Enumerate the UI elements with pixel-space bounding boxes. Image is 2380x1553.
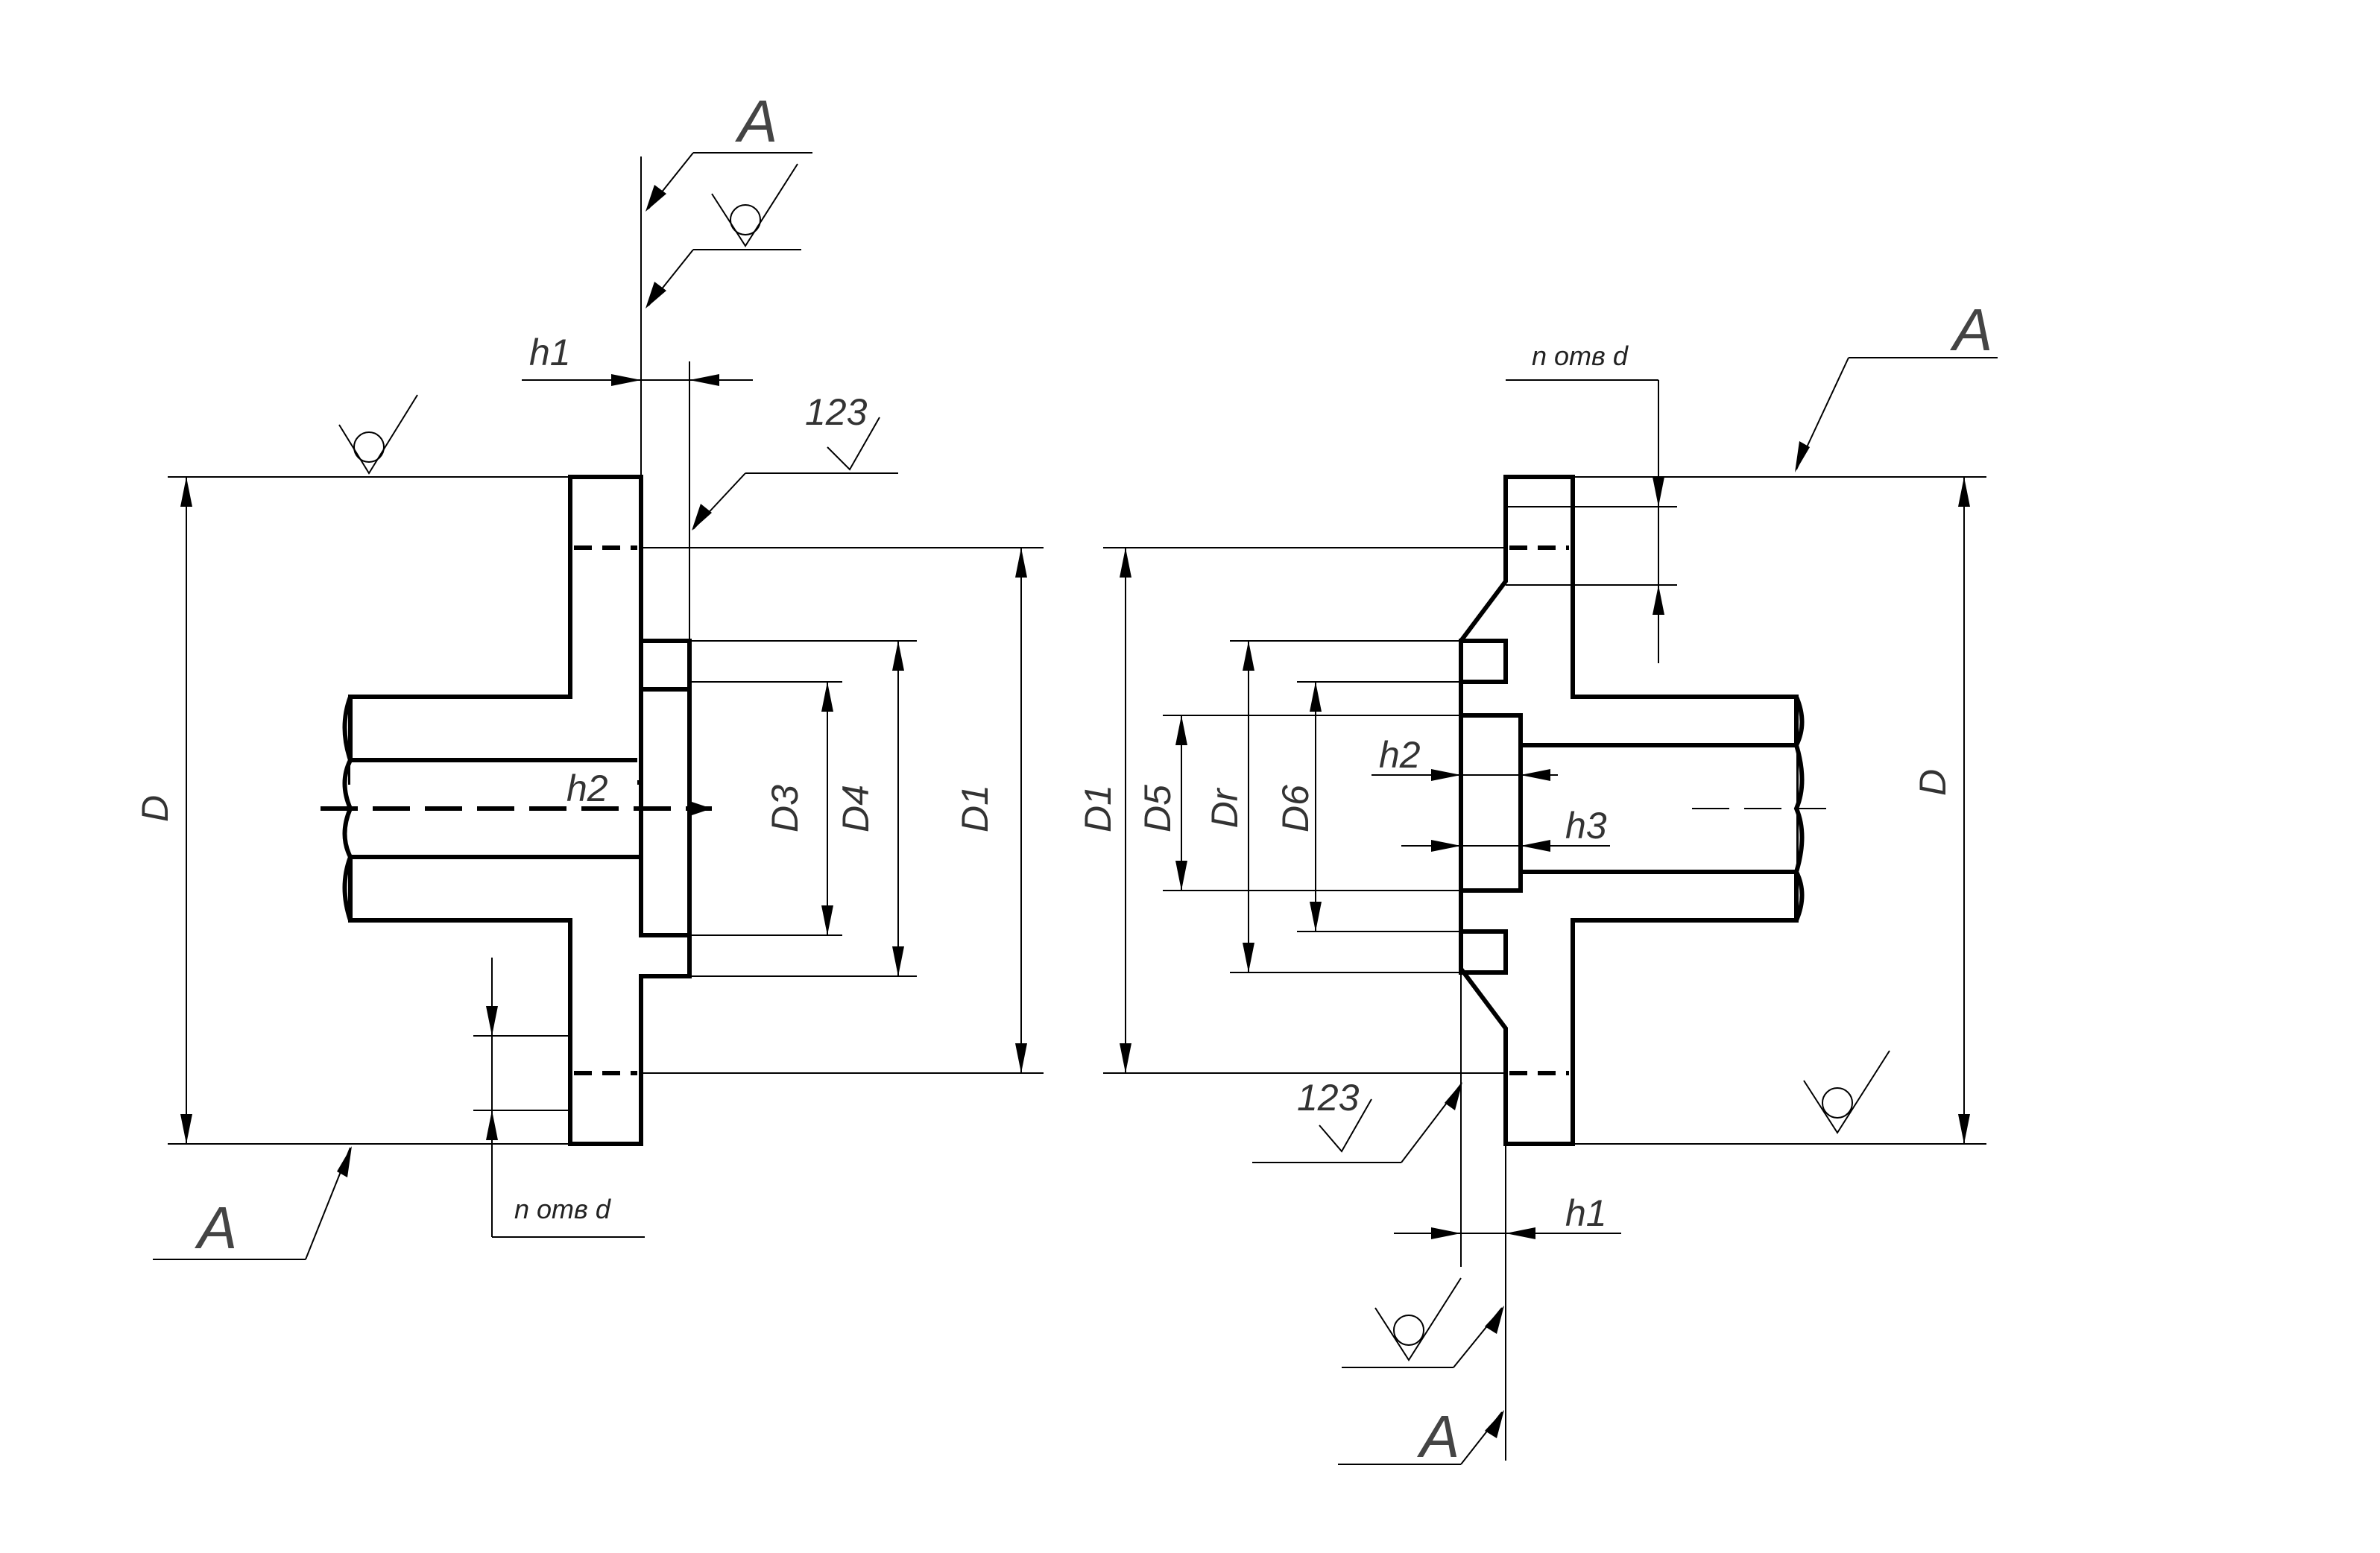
roughness-bottom-right: 123 [1297,1077,1360,1119]
dim-D1-left: D1 [954,785,996,832]
section-A-bottom-left: A [195,1195,237,1261]
left-spigot-recess [639,687,692,937]
section-A-bottom-right: A [1417,1403,1459,1470]
dim-D5: D5 [1137,785,1178,832]
roughness-top-left: 123 [805,391,868,433]
dim-D-right: D [1912,769,1954,796]
right-spigot [1459,713,1523,893]
dim-D4: D4 [835,785,877,832]
dim-D1-right: D1 [1077,785,1119,832]
dim-D3: D3 [764,785,806,832]
right-bore [1461,745,1796,872]
dim-D-left: D [134,795,176,822]
holes-left: n отв d [514,1194,611,1224]
dim-h2-left: h2 [566,768,608,809]
dim-h1-right: h1 [1565,1192,1607,1234]
section-A-top-right: A [1950,297,1992,363]
dim-h2-right: h2 [1379,734,1421,776]
dim-Dr: Dr [1204,787,1246,828]
left-flange-view: D D3 D4 D1 h1 h2 123 [134,88,1044,1261]
right-flange-view: D D1 D5 Dr D6 h2 [1077,297,1998,1470]
holes-right: n отв d [1532,341,1629,371]
dim-D6: D6 [1275,785,1316,832]
section-A-top-left: A [735,88,777,154]
dim-h3: h3 [1565,805,1607,847]
dim-h1-left: h1 [529,332,571,373]
